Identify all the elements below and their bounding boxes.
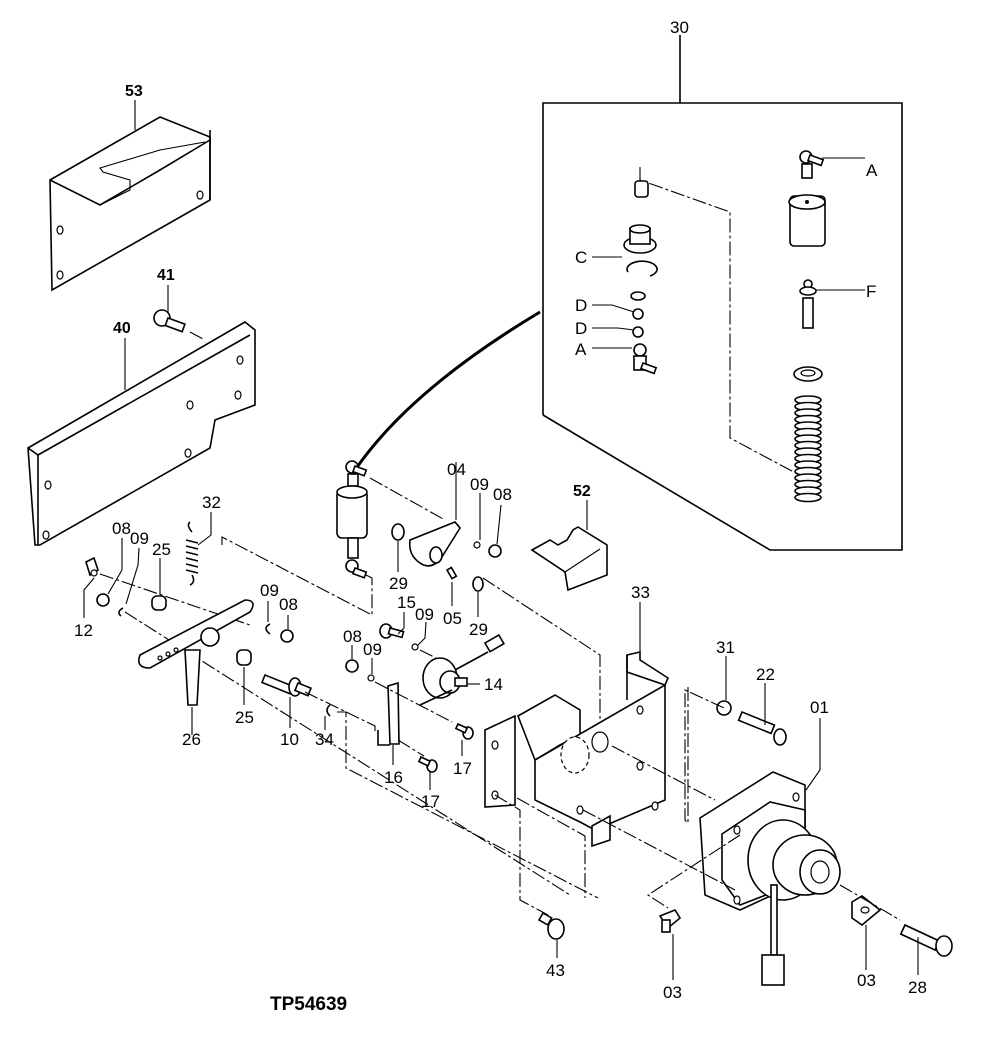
- cover-52: [530, 526, 608, 592]
- figure-id: TP54639: [270, 994, 347, 1015]
- callout-08d: 08: [343, 627, 362, 646]
- callout-09b: 09: [260, 581, 279, 600]
- callout-28: 28: [908, 978, 927, 997]
- sensor-14: [419, 633, 505, 706]
- clamp-03a: [658, 909, 682, 933]
- callout-08c: 08: [493, 485, 512, 504]
- bolt-28: [899, 923, 953, 957]
- callout-31: 31: [716, 638, 735, 657]
- callout-16: 16: [384, 768, 403, 787]
- callout-17b: 17: [421, 792, 440, 811]
- lever-04: [408, 521, 461, 567]
- bushing-25b: [236, 649, 252, 666]
- bushing-25a: [151, 595, 167, 611]
- kit-right-parts: [788, 150, 826, 382]
- plate-40: [27, 321, 256, 546]
- nut-08b: [280, 629, 294, 643]
- bolt-43: [537, 911, 565, 940]
- callout-29b: 29: [469, 620, 488, 639]
- screw-17b: [417, 755, 438, 773]
- bracket-53: [49, 116, 211, 292]
- bracket-33: [484, 650, 670, 848]
- callout-29a: 29: [389, 574, 408, 593]
- kit-spring: [794, 395, 822, 503]
- callout-32: 32: [202, 493, 221, 512]
- callout-08a: 08: [112, 519, 131, 538]
- pin-10: [260, 673, 313, 697]
- callout-33: 33: [631, 583, 650, 602]
- bolt-22: [737, 710, 787, 746]
- bolt-15: [379, 623, 405, 639]
- callout-15: 15: [397, 593, 416, 612]
- callout-09c: 09: [470, 475, 489, 494]
- kit-30-boundary: [542, 35, 903, 551]
- callout-08b: 08: [279, 595, 298, 614]
- kit-letter-c: C: [575, 248, 587, 267]
- kit-letter-d2: D: [575, 319, 587, 338]
- callout-12: 12: [74, 621, 93, 640]
- spring-32: [185, 521, 199, 586]
- callout-41: 41: [157, 267, 175, 284]
- damper-cylinder: [336, 460, 368, 579]
- callout-53: 53: [125, 83, 143, 100]
- kit-letter-f: F: [866, 282, 876, 301]
- hose-line: [353, 310, 541, 471]
- callout-26: 26: [182, 730, 201, 749]
- callout-22: 22: [756, 665, 775, 684]
- callout-34: 34: [315, 730, 334, 749]
- callout-30: 30: [670, 18, 689, 37]
- callout-10: 10: [280, 730, 299, 749]
- callout-09a: 09: [130, 529, 149, 548]
- callout-04: 04: [447, 460, 466, 479]
- pin-05: [445, 566, 458, 580]
- clip-12: [85, 556, 99, 577]
- nut-31: [716, 700, 732, 716]
- callout-01: 01: [810, 698, 829, 717]
- washer-29b: [472, 576, 484, 592]
- kit-letter-a-top: A: [866, 161, 878, 180]
- callout-09e: 09: [363, 640, 382, 659]
- screw-17a: [454, 722, 474, 740]
- bolt-41: [153, 309, 186, 333]
- callout-25b: 25: [235, 708, 254, 727]
- motor-01: [699, 771, 841, 986]
- nut-08d: [345, 659, 359, 673]
- callout-43: 43: [546, 961, 565, 980]
- spring-coil: [794, 492, 822, 503]
- callout-17a: 17: [453, 759, 472, 778]
- callout-25a: 25: [152, 540, 171, 559]
- clip-09b: [265, 623, 271, 635]
- clip-34: [326, 704, 331, 717]
- clip-09a: [118, 607, 124, 617]
- callout-40: 40: [113, 320, 131, 337]
- nut-08c: [488, 544, 502, 558]
- nut-08a: [96, 593, 110, 607]
- bracket-16: [377, 681, 400, 746]
- callout-09d: 09: [415, 605, 434, 624]
- washer-29a: [391, 523, 405, 541]
- callout-03a: 03: [663, 983, 682, 1002]
- callout-05: 05: [443, 609, 462, 628]
- kit-letter-a-bottom: A: [575, 340, 587, 359]
- callout-03b: 03: [857, 971, 876, 990]
- kit-left-parts: [623, 167, 806, 488]
- kit-letter-d1: D: [575, 296, 587, 315]
- lever-26: [137, 599, 254, 706]
- callout-14: 14: [484, 675, 503, 694]
- callout-52: 52: [573, 483, 591, 500]
